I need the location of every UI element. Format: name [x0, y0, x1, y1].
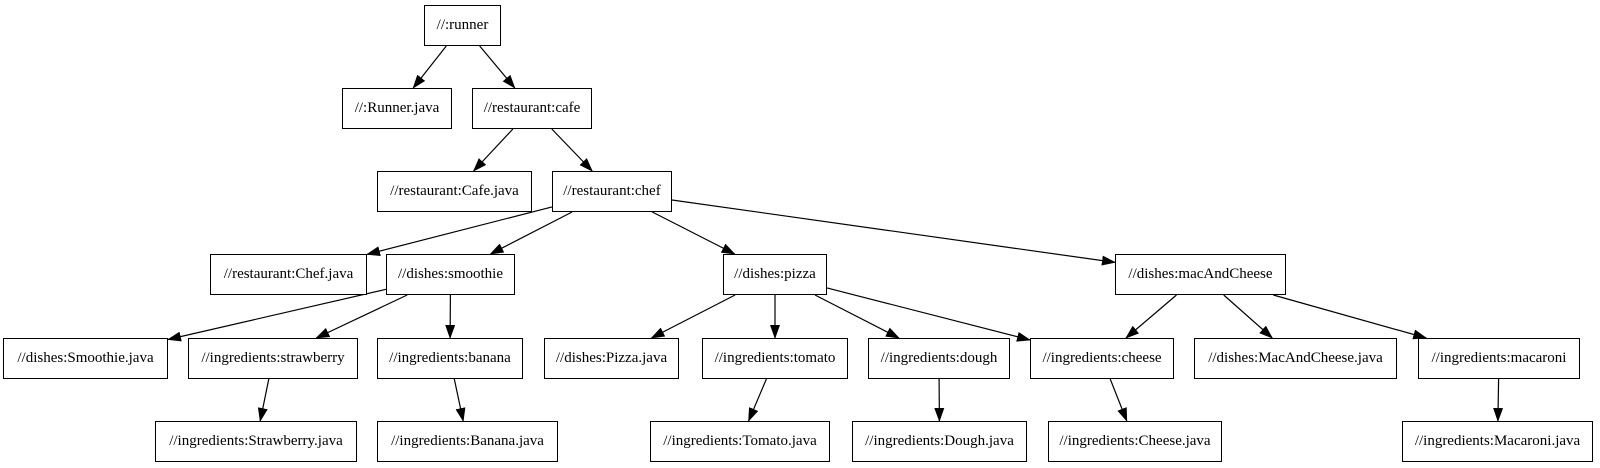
graph-node-chef-java: //restaurant:Chef.java: [210, 254, 367, 295]
graph-node-macaroni: //ingredients:macaroni: [1418, 338, 1580, 379]
graph-node-mac-and-cheese: //dishes:macAndCheese: [1115, 254, 1286, 295]
edge-cafe-to-chef: [551, 128, 593, 172]
edge-strawberry-to-strawberry-java: [257, 378, 270, 422]
edge-macaroni-to-macaroni-java: [1493, 378, 1504, 422]
graph-node-tomato-java: //ingredients:Tomato.java: [650, 421, 830, 462]
graph-node-dough-java: //ingredients:Dough.java: [852, 421, 1027, 462]
edge-mac-and-cheese-to-cheese: [1125, 294, 1177, 339]
edge-runner-to-runner-java: [412, 45, 447, 89]
graph-node-smoothie: //dishes:smoothie: [386, 254, 515, 295]
graph-node-pizza: //dishes:pizza: [723, 254, 827, 295]
edge-runner-to-cafe: [479, 45, 516, 89]
graph-node-dough: //ingredients:dough: [868, 338, 1010, 379]
graph-node-cheese: //ingredients:cheese: [1030, 338, 1174, 379]
edge-smoothie-to-strawberry: [315, 294, 408, 339]
graph-node-banana-java: //ingredients:Banana.java: [377, 421, 558, 462]
graph-node-strawberry: //ingredients:strawberry: [188, 338, 358, 379]
graph-node-chef: //restaurant:chef: [552, 171, 672, 212]
edge-banana-to-banana-java: [453, 378, 466, 422]
graph-node-runner-java: //:Runner.java: [342, 88, 452, 129]
graph-node-mac-and-cheese-java: //dishes:MacAndCheese.java: [1194, 338, 1397, 379]
edge-chef-to-smoothie: [489, 211, 573, 255]
graph-node-smoothie-java: //dishes:Smoothie.java: [3, 338, 168, 379]
graph-node-runner: //:runner: [424, 5, 501, 46]
edge-mac-and-cheese-to-mac-and-cheese-java: [1223, 294, 1274, 339]
graph-node-strawberry-java: //ingredients:Strawberry.java: [155, 421, 357, 462]
edge-chef-to-pizza: [652, 211, 736, 255]
edge-cafe-to-cafe-java: [472, 128, 514, 172]
graph-node-cheese-java: //ingredients:Cheese.java: [1048, 421, 1222, 462]
edge-chef-to-mac-and-cheese: [671, 199, 1116, 266]
graph-node-cafe: //restaurant:cafe: [472, 88, 592, 129]
graph-node-cafe-java: //restaurant:Cafe.java: [377, 171, 532, 212]
graph-node-banana: //ingredients:banana: [377, 338, 523, 379]
edge-cheese-to-cheese-java: [1109, 378, 1128, 422]
edge-pizza-to-pizza-java: [650, 294, 736, 339]
graph-node-pizza-java: //dishes:Pizza.java: [544, 338, 679, 379]
edge-mac-and-cheese-to-macaroni: [1273, 294, 1428, 340]
edge-pizza-to-dough: [814, 294, 900, 339]
graph-node-macaroni-java: //ingredients:Macaroni.java: [1402, 421, 1593, 462]
edge-pizza-to-cheese: [826, 287, 1031, 342]
edge-tomato-to-tomato-java: [748, 378, 767, 422]
graph-node-tomato: //ingredients:tomato: [702, 338, 848, 379]
edge-chef-to-chef-java: [366, 206, 553, 257]
edge-smoothie-to-smoothie-java: [167, 288, 387, 342]
